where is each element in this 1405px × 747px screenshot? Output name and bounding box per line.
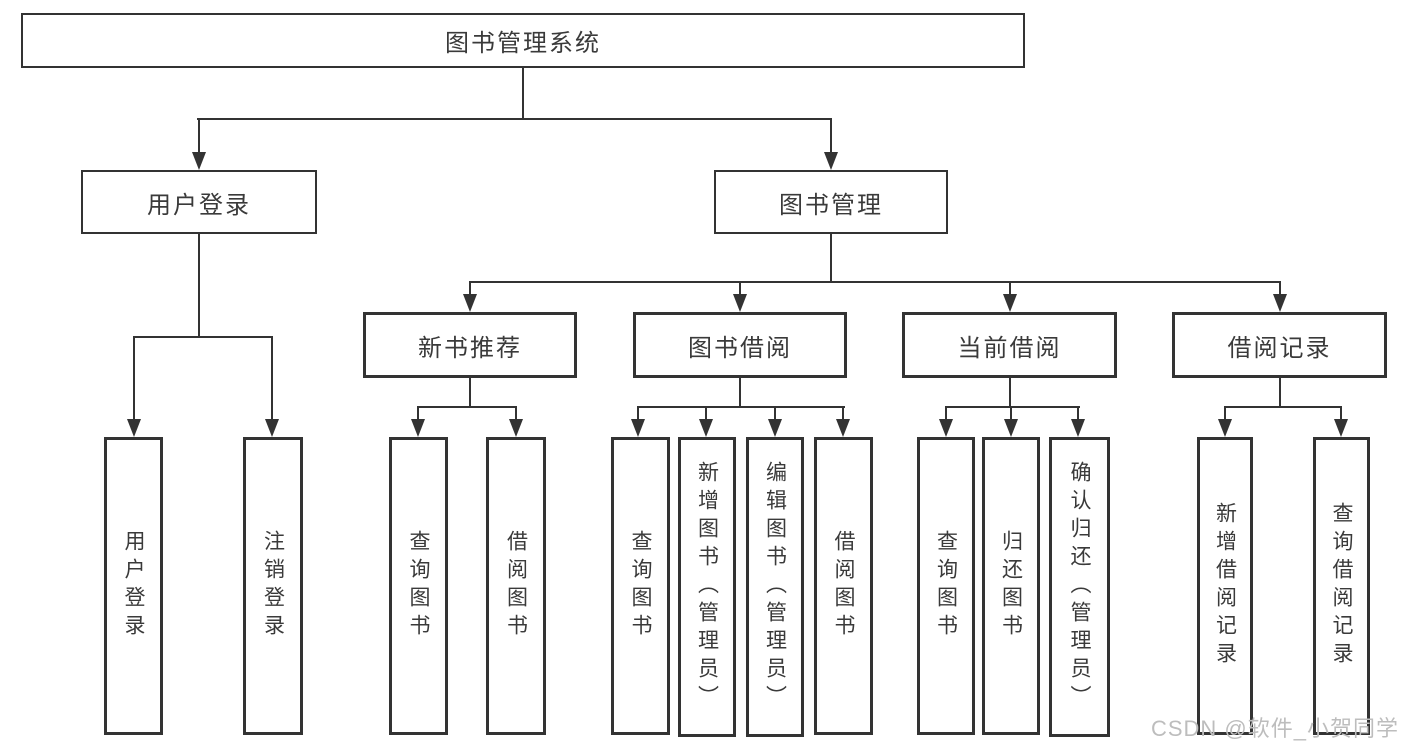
node-book-management: 图书管理 — [714, 170, 948, 234]
leaf-query-borrow-record: 查询借阅记录 — [1313, 437, 1370, 735]
arrowhead-leaf — [1071, 419, 1085, 437]
node-label: 用户登录 — [147, 191, 251, 219]
leaf-label: 查询图书 — [934, 530, 958, 642]
connector-drop-leaf-logout — [271, 338, 273, 419]
leaf-add-book-admin: 新增图书（管理员） — [678, 437, 736, 737]
leaf-label: 借阅图书 — [504, 530, 528, 642]
connector-userlogin-rail — [133, 336, 273, 338]
arrowhead-leaf — [699, 419, 713, 437]
leaf-label: 注销登录 — [261, 530, 285, 642]
leaf-label: 查询图书 — [407, 530, 430, 642]
connector-borrowrecords-rail — [1224, 406, 1342, 408]
arrowhead-leaf-logout — [265, 419, 279, 437]
leaf-label: 新增图书（管理员） — [695, 461, 719, 713]
node-user-login: 用户登录 — [81, 170, 317, 234]
leaf-borrow-books: 借阅图书 — [814, 437, 873, 735]
leaf-label: 用户登录 — [122, 530, 145, 642]
node-library-management-system: 图书管理系统 — [21, 13, 1025, 68]
node-label: 图书管理 — [779, 191, 883, 219]
connector-drop-leaf — [417, 408, 419, 419]
connector-drop-leaf — [945, 408, 947, 419]
leaf-query-books-borrow: 查询图书 — [611, 437, 670, 735]
connector-currentborrow-rail — [945, 406, 1080, 408]
leaf-logout: 注销登录 — [243, 437, 303, 735]
connector-currentborrow-stem — [1009, 377, 1011, 406]
connector-mgmt-stem — [830, 233, 832, 281]
leaf-label: 新增借阅记录 — [1213, 502, 1237, 670]
arrowhead-new-book — [463, 294, 477, 312]
leaf-label: 编辑图书（管理员） — [763, 461, 787, 713]
node-label: 当前借阅 — [957, 334, 1062, 362]
arrowhead-leaf — [768, 419, 782, 437]
connector-bookborrow-rail — [637, 406, 845, 408]
connector-borrowrecords-stem — [1279, 377, 1281, 406]
connector-level2-rail — [197, 118, 832, 120]
connector-drop-user-login — [198, 120, 200, 153]
connector-drop-leaf — [1077, 408, 1079, 419]
watermark-text: CSDN @软件_小贺同学 — [1150, 716, 1399, 741]
arrowhead-book-borrow — [733, 294, 747, 312]
arrowhead-leaf-login — [127, 419, 141, 437]
connector-drop-leaf — [1340, 408, 1342, 419]
node-label: 新书推荐 — [418, 334, 522, 362]
connector-drop-current-borrow — [1009, 283, 1011, 294]
node-new-book-recommend: 新书推荐 — [363, 312, 577, 378]
node-label: 图书管理系统 — [445, 30, 601, 57]
connector-drop-leaf — [1010, 408, 1012, 419]
connector-bookborrow-stem — [739, 377, 741, 406]
leaf-add-borrow-record: 新增借阅记录 — [1197, 437, 1253, 735]
arrowhead-leaf — [1334, 419, 1348, 437]
connector-drop-leaf-login — [133, 338, 135, 419]
connector-userlogin-stem — [198, 233, 200, 336]
arrowhead-leaf — [509, 419, 523, 437]
connector-drop-leaf — [515, 408, 517, 419]
leaf-confirm-return-admin: 确认归还（管理员） — [1049, 437, 1110, 737]
arrowhead-leaf — [939, 419, 953, 437]
arrowhead-current-borrow — [1003, 294, 1017, 312]
arrowhead-leaf — [1004, 419, 1018, 437]
leaf-label: 确认归还（管理员） — [1068, 461, 1091, 713]
connector-drop-book-borrow — [739, 283, 741, 294]
connector-newbook-stem — [469, 377, 471, 406]
node-current-borrow: 当前借阅 — [902, 312, 1117, 378]
arrowhead-borrow-records — [1273, 294, 1287, 312]
connector-drop-leaf — [1224, 408, 1226, 419]
connector-mgmt-rail — [469, 281, 1281, 283]
arrowhead-user-login — [192, 152, 206, 170]
leaf-label: 归还图书 — [999, 530, 1023, 642]
node-book-borrow: 图书借阅 — [633, 312, 847, 378]
connector-drop-leaf — [842, 408, 844, 419]
leaf-label: 查询图书 — [629, 530, 652, 642]
connector-drop-leaf — [705, 408, 707, 419]
leaf-edit-book-admin: 编辑图书（管理员） — [746, 437, 804, 737]
arrowhead-leaf — [1218, 419, 1232, 437]
leaf-label: 借阅图书 — [832, 530, 855, 642]
node-label: 借阅记录 — [1227, 334, 1332, 362]
leaf-return-books: 归还图书 — [982, 437, 1040, 735]
connector-newbook-rail — [417, 406, 517, 408]
leaf-label: 查询借阅记录 — [1330, 502, 1353, 670]
arrowhead-book-management — [824, 152, 838, 170]
node-label: 图书借阅 — [688, 334, 792, 362]
connector-drop-leaf — [637, 408, 639, 419]
leaf-borrow-books-recommend: 借阅图书 — [486, 437, 546, 735]
connector-drop-leaf — [774, 408, 776, 419]
arrowhead-leaf — [631, 419, 645, 437]
connector-drop-borrow-records — [1279, 283, 1281, 294]
leaf-query-books-recommend: 查询图书 — [389, 437, 448, 735]
arrowhead-leaf — [836, 419, 850, 437]
connector-drop-new-book — [469, 283, 471, 294]
node-borrow-records: 借阅记录 — [1172, 312, 1387, 378]
connector-drop-book-management — [830, 120, 832, 153]
leaf-query-books-current: 查询图书 — [917, 437, 975, 735]
connector-root-stem — [522, 66, 524, 118]
leaf-user-login: 用户登录 — [104, 437, 163, 735]
arrowhead-leaf — [411, 419, 425, 437]
